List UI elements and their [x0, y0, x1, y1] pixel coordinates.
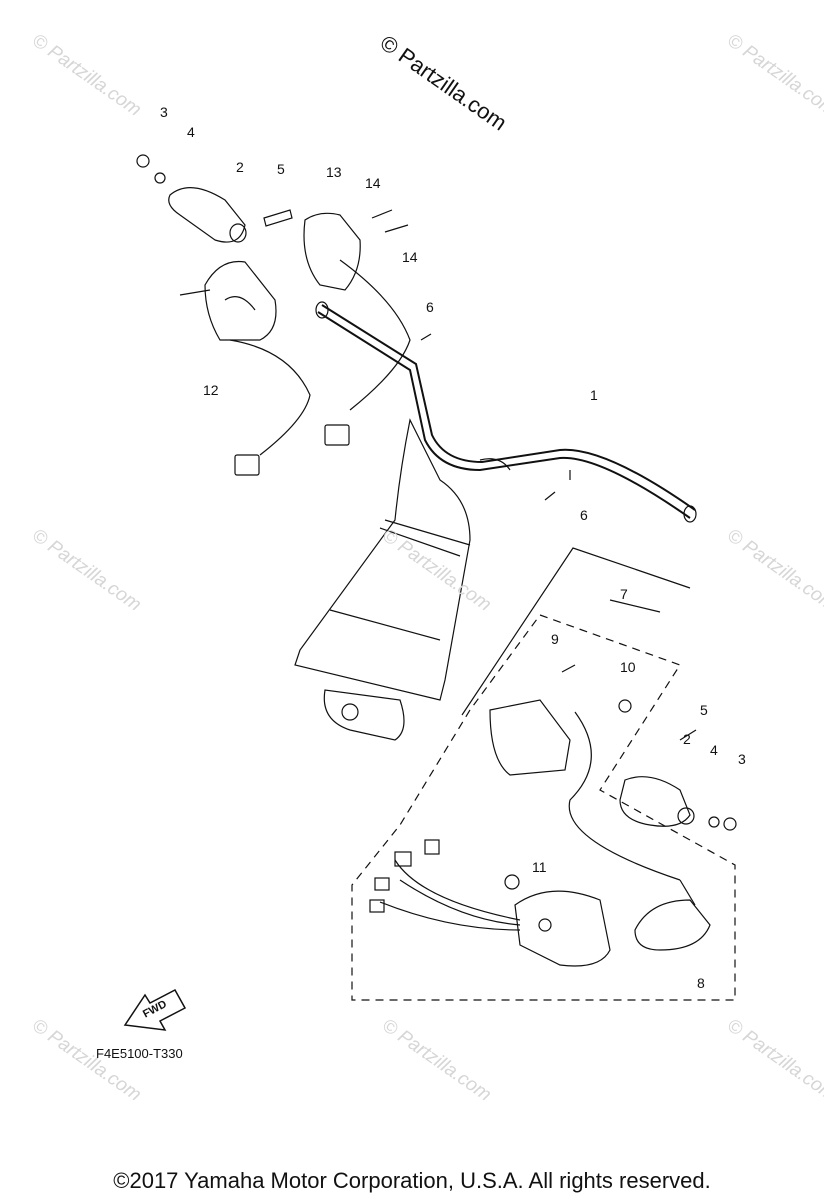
callout-14: 14 [365, 175, 381, 191]
callout-8: 8 [697, 975, 705, 991]
callout-4: 4 [187, 124, 195, 140]
clamp [303, 212, 361, 291]
assembly-box [351, 614, 736, 1001]
left-switch [179, 260, 277, 341]
callout-13: 13 [326, 164, 342, 180]
left-grip [168, 187, 247, 243]
callout-4: 4 [710, 742, 718, 758]
callout-14: 14 [402, 249, 418, 265]
right-switch [489, 699, 571, 776]
handlebar-tube [317, 311, 691, 519]
callout-2: 2 [236, 159, 244, 175]
callout-7: 7 [620, 586, 628, 602]
callout-10: 10 [620, 659, 636, 675]
callout-2: 2 [683, 731, 691, 747]
callout-5: 5 [277, 161, 285, 177]
callout-12: 12 [203, 382, 219, 398]
fwd-arrow-icon [123, 988, 187, 1031]
callout-11: 11 [532, 859, 547, 875]
callout-6: 6 [426, 299, 434, 315]
steering-column [294, 418, 471, 701]
callout-6: 6 [580, 507, 588, 523]
callout-9: 9 [551, 631, 559, 647]
fwd-label: FWD [141, 998, 169, 1020]
callout-1: 1 [590, 387, 598, 403]
callout-5: 5 [700, 702, 708, 718]
callout-3: 3 [738, 751, 746, 767]
right-grip [619, 776, 691, 827]
diagram-code: F4E5100-T330 [96, 1046, 183, 1061]
callout-3: 3 [160, 104, 168, 120]
copyright-notice: ©2017 Yamaha Motor Corporation, U.S.A. A… [113, 1168, 711, 1193]
